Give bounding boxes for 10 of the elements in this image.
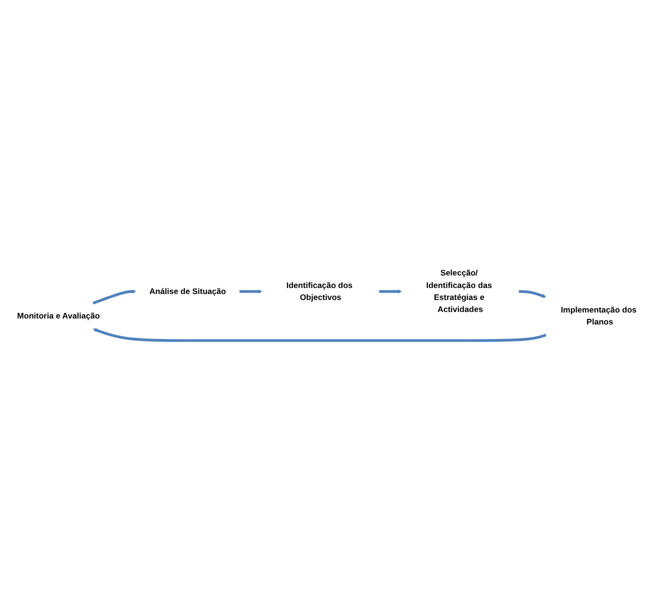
arrow (240, 290, 262, 294)
arrow (92, 290, 136, 304)
node-text: Selecção/ Identificação das Estratégias e Actividades (426, 268, 492, 314)
node-text: Implementação dos Planos (560, 305, 637, 326)
node-text: Identificação dos Objectivos (286, 280, 353, 302)
node-text: Análise de Situação (149, 286, 226, 296)
arrow (92, 328, 546, 342)
arrow (518, 290, 546, 298)
arrow (379, 290, 402, 294)
node-text: Monitoria e Avaliação (17, 311, 100, 320)
